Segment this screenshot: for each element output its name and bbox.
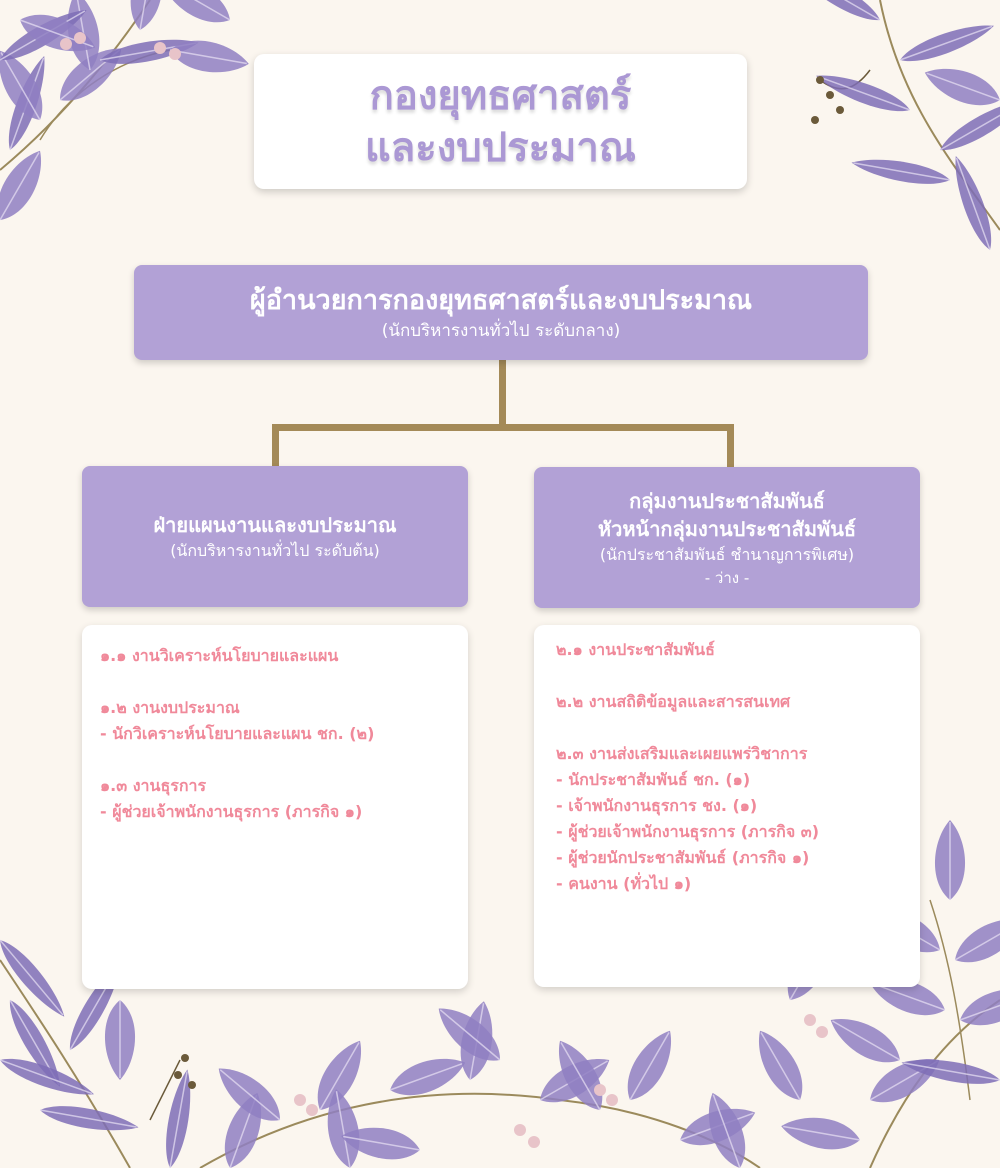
leaf-cluster-top-right-icon — [787, 0, 1000, 255]
list-item: ๒.๑ งานประชาสัมพันธ์ — [556, 640, 715, 659]
director-subtitle: (นักบริหารงานทั่วไป ระดับกลาง) — [381, 320, 621, 341]
leaf-cluster-bottom-center-icon — [199, 996, 762, 1168]
director-box: ผู้อำนวยการกองยุทธศาสตร์และงบประมาณ (นัก… — [134, 265, 868, 360]
division-pr-vacant: - ว่าง - — [704, 568, 750, 587]
list-item — [100, 747, 450, 773]
list-item: ๑.๒ งานงบประมาณ — [100, 698, 240, 717]
connector-horizontal — [272, 424, 734, 431]
list-item: - ผู้ช่วยเจ้าพนักงานธุรการ (ภารกิจ ๑) — [100, 802, 363, 821]
division-pr-head-title: หัวหน้ากลุ่มงานประชาสัมพันธ์ — [597, 516, 857, 541]
page-title-line-2: และงบประมาณ — [365, 124, 636, 171]
page-title-line-1: กองยุทธศาสตร์ — [369, 72, 632, 119]
connector-left-down — [272, 424, 279, 467]
division-planning-title: ฝ่ายแผนงานและงบประมาณ — [153, 512, 397, 537]
list-item: - ผู้ช่วยเจ้าพนักงานธุรการ (ภารกิจ ๓) — [556, 822, 820, 841]
division-planning-box: ฝ่ายแผนงานและงบประมาณ (นักบริหารงานทั่วไ… — [82, 466, 468, 607]
list-item: - นักวิเคราะห์นโยบายและแผน ชก. (๒) — [100, 724, 375, 743]
page-title-card: กองยุทธศาสตร์ และงบประมาณ — [254, 54, 747, 189]
division-pr-title: กลุ่มงานประชาสัมพันธ์ — [629, 488, 825, 513]
list-item — [556, 663, 902, 689]
director-title: ผู้อำนวยการกองยุทธศาสตร์และงบประมาณ — [249, 284, 753, 316]
division-pr-box: กลุ่มงานประชาสัมพันธ์ หัวหน้ากลุ่มงานประ… — [534, 467, 920, 608]
leaf-cluster-bottom-left-icon — [0, 932, 198, 1168]
planning-task-list: ๑.๑ งานวิเคราะห์นโยบายและแผน ๑.๒ งานงบปร… — [82, 625, 468, 989]
connector-head-down — [499, 360, 506, 427]
pr-task-list: ๒.๑ งานประชาสัมพันธ์ ๒.๒ งานสถิติข้อมูลแ… — [534, 625, 920, 987]
list-item — [556, 715, 902, 741]
list-item: - เจ้าพนักงานธุรการ ชง. (๑) — [556, 796, 758, 815]
division-planning-subtitle: (นักบริหารงานทั่วไป ระดับต้น) — [170, 540, 380, 560]
list-item: ๑.๑ งานวิเคราะห์นโยบายและแผน — [100, 646, 339, 665]
list-item: - คนงาน (ทั่วไป ๑) — [556, 874, 692, 893]
list-item: - ผู้ช่วยนักประชาสัมพันธ์ (ภารกิจ ๑) — [556, 848, 810, 867]
list-item — [100, 669, 450, 695]
connector-right-down — [727, 424, 734, 468]
list-item: ๑.๓ งานธุรการ — [100, 776, 207, 795]
list-item: - นักประชาสัมพันธ์ ชก. (๑) — [556, 770, 751, 789]
list-item: ๒.๓ งานส่งเสริมและเผยแพร่วิชาการ — [556, 744, 808, 763]
division-pr-subtitle: (นักประชาสัมพันธ์ ชำนาญการพิเศษ) — [599, 544, 855, 564]
list-item: ๒.๒ งานสถิติข้อมูลและสารสนเทศ — [556, 692, 791, 711]
leaf-cluster-bottom-right-icon — [746, 819, 1000, 1168]
leaf-cluster-top-left-icon — [0, 0, 253, 229]
